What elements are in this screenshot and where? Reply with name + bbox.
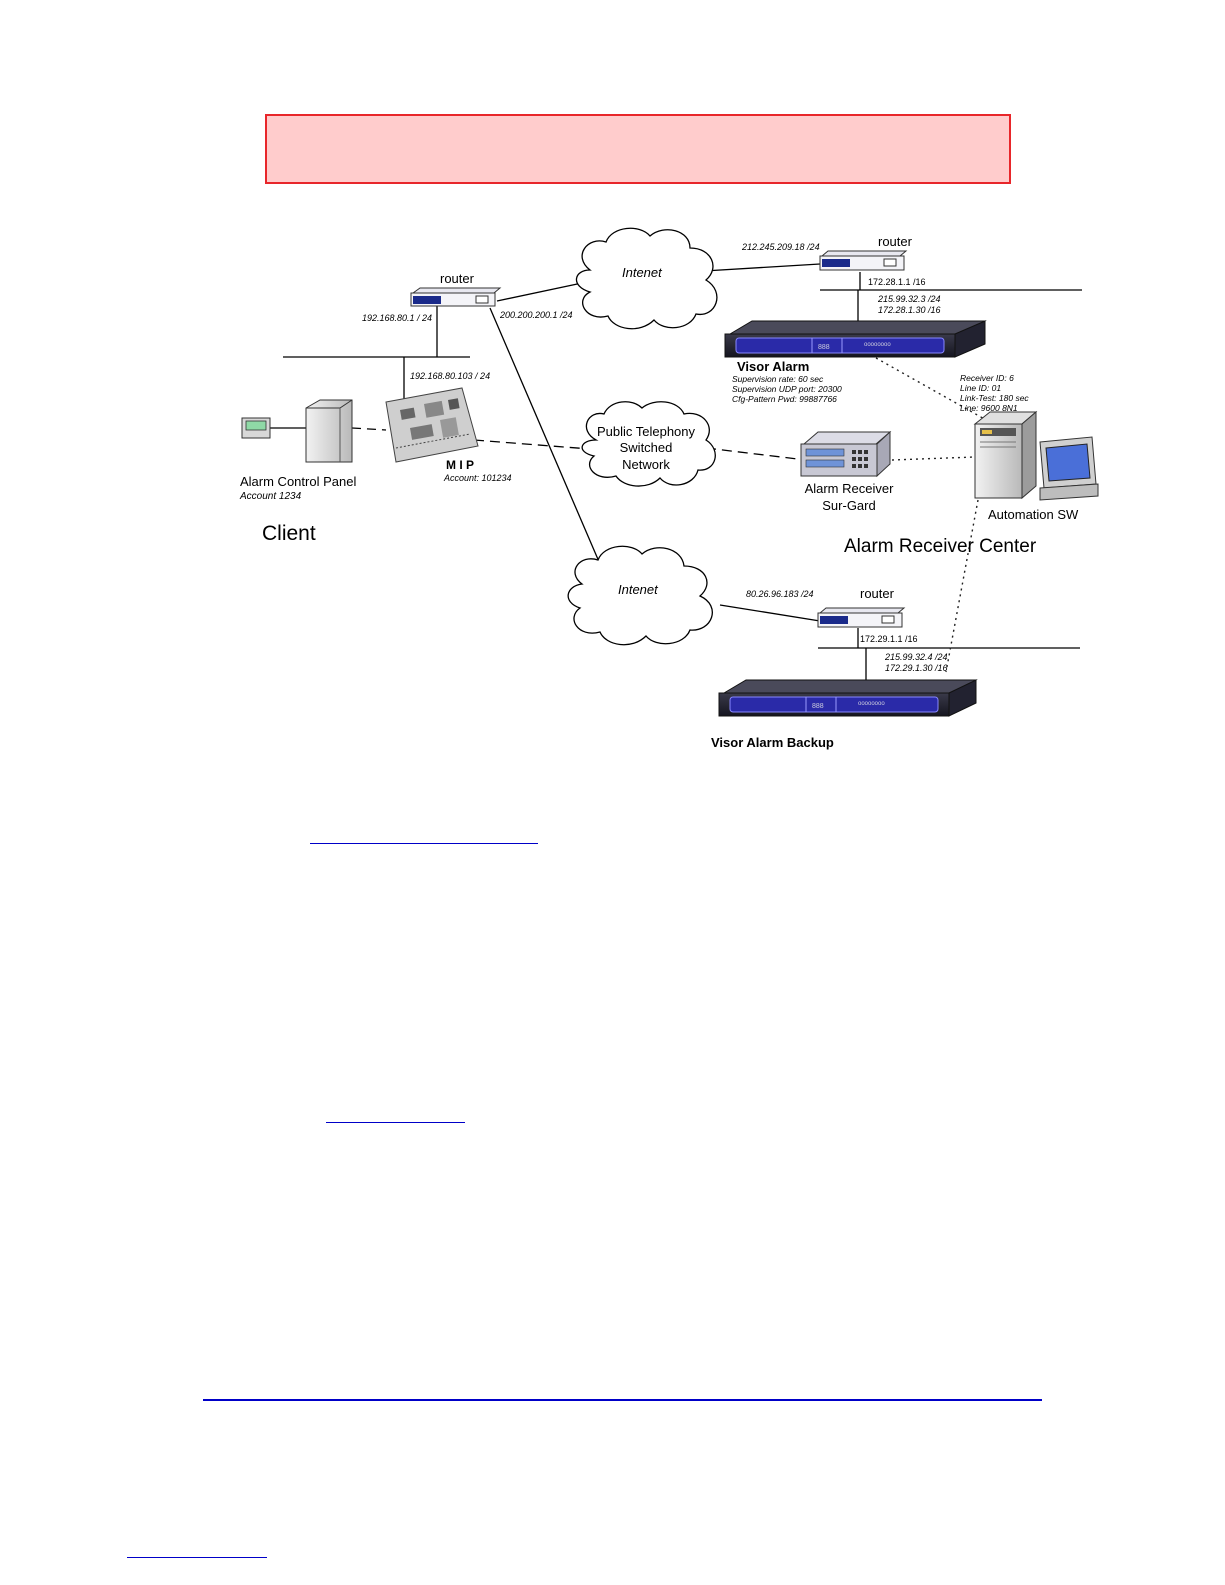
cloud-bottom-to-router-bottom (719, 604, 821, 622)
footer-divider (203, 1399, 1042, 1401)
router-top-lan-ip: 172.28.1.1 /16 (868, 277, 926, 287)
warning-banner (265, 114, 1011, 184)
client-section-label: Client (262, 522, 316, 545)
center-label: Alarm Receiver Center (844, 536, 1037, 557)
mip-label: M I P (446, 458, 474, 472)
cloud-pstn-line-2: Switched (620, 440, 673, 455)
visor-alarm-label: Visor Alarm (737, 359, 809, 374)
alarm-control-panel-label: Alarm Control Panel (240, 474, 356, 489)
mip-to-pstn (473, 439, 591, 450)
automation-to-backup (945, 499, 979, 673)
visor-alarm-ip-2: 172.28.1.30 /16 (878, 305, 941, 315)
svg-text:oooooooo: oooooooo (864, 342, 891, 348)
router-main-label: router (440, 271, 475, 286)
svg-text:888: 888 (818, 344, 830, 351)
hyperlink-underline[interactable] (326, 1122, 465, 1123)
hyperlink-underline[interactable] (310, 843, 538, 844)
alarm-receiver-label-1: Alarm Receiver (805, 481, 895, 496)
cloud-internet-bottom-label: Intenet (618, 582, 659, 597)
dotted-links (875, 357, 989, 673)
visor-alarm-detail-2: Supervision UDP port: 20300 (732, 384, 842, 394)
panel-to-mip (351, 427, 387, 431)
automation-label: Automation SW (988, 507, 1079, 522)
router-bottom-lan-ip: 172.29.1.1 /16 (860, 634, 918, 644)
alarm-control-panel-account: Account 1234 (239, 491, 302, 502)
svg-text:888: 888 (812, 703, 824, 710)
alarm-control-panel-icon (305, 399, 353, 463)
visor-alarm-detail-1: Supervision rate: 60 sec (732, 374, 824, 384)
receiver-detail-3: Link-Test: 180 sec (960, 393, 1029, 403)
visor-backup-ip-1: 215.99.32.4 /24 (884, 652, 948, 662)
pstn-to-receiver (705, 447, 807, 461)
router-main-lan-ip: 192.168.80.1 / 24 (362, 313, 432, 323)
router-main-wan-ip: 200.200.200.1 /24 (499, 310, 573, 320)
router-bottom-label: router (860, 586, 895, 601)
router-bottom-icon (817, 607, 906, 628)
receiver-detail-4: Line: 9600 8N1 (960, 403, 1018, 413)
alarm-receiver-icon (800, 430, 892, 478)
automation-monitor-icon (1039, 436, 1099, 501)
alarm-receiver-label-2: Sur-Gard (822, 498, 875, 513)
receiver-detail-1: Receiver ID: 6 (960, 373, 1014, 383)
router-bottom-wan-ip: 80.26.96.183 /24 (746, 589, 814, 599)
router-top-wan-ip: 212.245.209.18 /24 (741, 242, 820, 252)
router-to-cloud-top (496, 282, 583, 302)
cloud-pstn-line-3: Network (622, 457, 670, 472)
visor-alarm-device-icon: 888 oooooooo (724, 320, 987, 358)
router-top-label: router (878, 234, 913, 249)
router-main-icon (410, 287, 502, 307)
visor-backup-label: Visor Alarm Backup (711, 735, 834, 750)
cloud-top-to-router-top (703, 263, 821, 272)
mip-account: Account: 101234 (443, 473, 512, 483)
receiver-detail-2: Line ID: 01 (960, 383, 1001, 393)
visor-alarm-ip-1: 215.99.32.3 /24 (877, 294, 941, 304)
router-top-icon (819, 250, 908, 271)
visor-backup-device-icon: 888 oooooooo (718, 679, 978, 717)
keypad-icon (241, 417, 271, 439)
connections (270, 263, 1082, 680)
cloud-internet-bottom (567, 545, 713, 646)
hyperlink-underline[interactable] (127, 1557, 267, 1558)
cloud-internet-top-label: Intenet (622, 265, 663, 280)
mip-board-icon (385, 387, 479, 463)
cloud-pstn (581, 401, 716, 487)
visor-alarm-detail-3: Cfg-Pattern Pwd: 99887766 (732, 394, 837, 404)
svg-text:oooooooo: oooooooo (858, 701, 885, 707)
cloud-internet-top (575, 227, 718, 330)
visor-backup-ip-2: 172.29.1.30 /16 (885, 663, 948, 673)
receiver-to-automation (891, 456, 976, 461)
cloud-pstn-line-1: Public Telephony (597, 424, 696, 439)
mip-ip: 192.168.80.103 / 24 (410, 371, 490, 381)
automation-server-icon (973, 410, 1038, 500)
router-to-cloud-bottom (489, 307, 604, 572)
